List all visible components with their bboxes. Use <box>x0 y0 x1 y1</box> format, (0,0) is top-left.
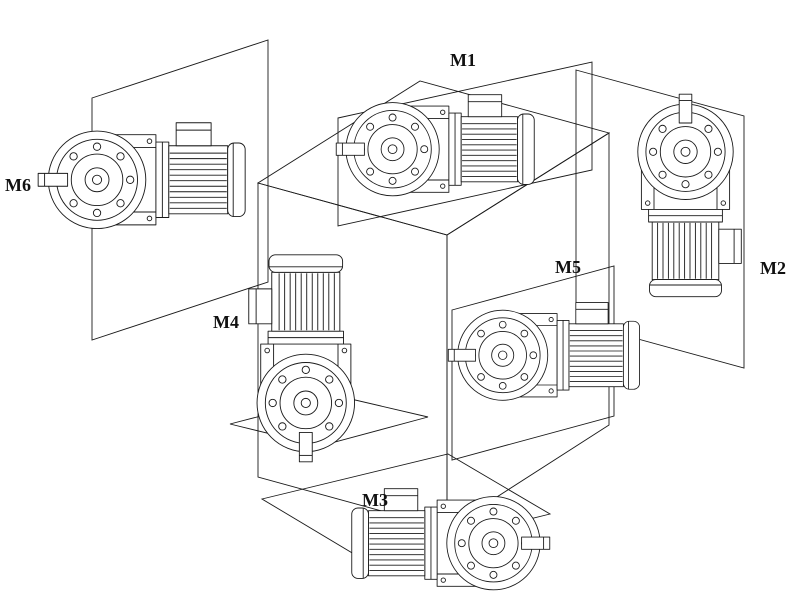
mounting-plane-m5 <box>451 265 615 461</box>
gearmotor-m5-drawing <box>447 302 640 401</box>
gearmotor-m4-drawing <box>248 254 356 463</box>
cube-right-face <box>446 132 610 530</box>
gearmotor-m4 <box>248 254 356 463</box>
gearmotor-m6-drawing <box>37 122 246 230</box>
gearmotor-m2-drawing <box>637 93 742 298</box>
label-m5: M5 <box>555 257 581 277</box>
mounting-plane-m3 <box>260 453 552 561</box>
label-m6: M6 <box>5 175 31 195</box>
mounting-plane-m6 <box>91 39 269 341</box>
label-m1: M1 <box>450 50 476 70</box>
label-m3: M3 <box>362 490 388 510</box>
gearmotor-m1-drawing <box>335 94 535 197</box>
gearmotor-m2 <box>637 93 742 298</box>
gearmotor-m1 <box>335 94 535 197</box>
label-m2: M2 <box>760 258 786 278</box>
gearmotor-m6 <box>37 122 246 230</box>
label-m4: M4 <box>213 312 239 332</box>
gearmotor-m5 <box>447 302 640 401</box>
mounting-plane-m1 <box>337 61 593 227</box>
